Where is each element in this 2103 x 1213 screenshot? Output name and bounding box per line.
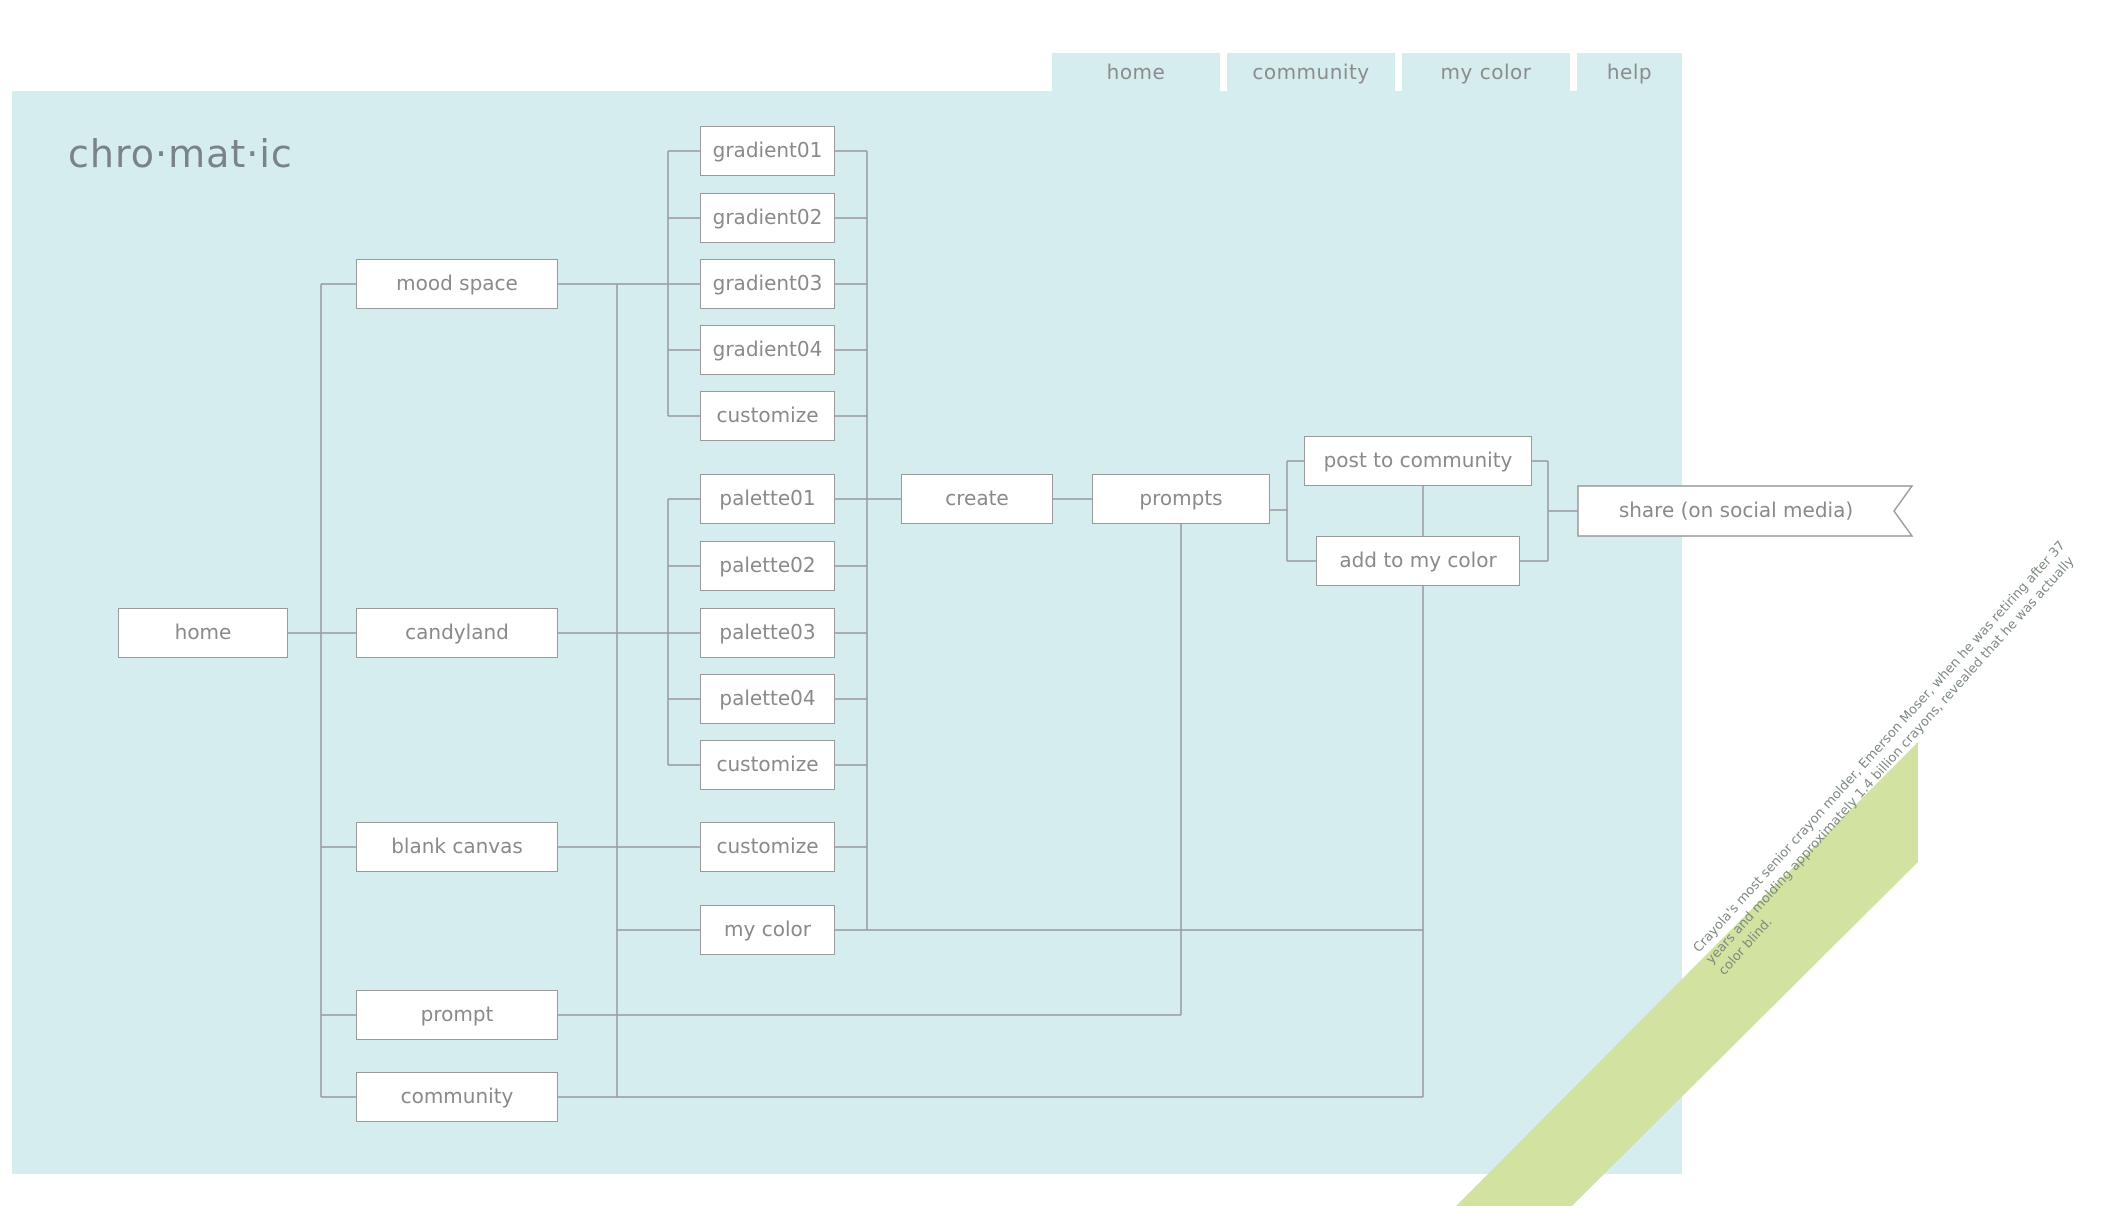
node-share: share (on social media) bbox=[1618, 498, 1854, 522]
node-candyland: candyland bbox=[356, 608, 558, 658]
nav-tab-home[interactable]: home bbox=[1052, 53, 1220, 91]
fact-banner bbox=[1456, 742, 1918, 1206]
node-gradient01: gradient01 bbox=[700, 126, 835, 176]
node-prompts: prompts bbox=[1092, 474, 1270, 524]
node-mood-space: mood space bbox=[356, 259, 558, 309]
site-logo: chro·mat·ic bbox=[68, 132, 293, 176]
node-add-to-my-color: add to my color bbox=[1316, 536, 1520, 586]
node-home: home bbox=[118, 608, 288, 658]
node-gradient03: gradient03 bbox=[700, 259, 835, 309]
nav-tab-help[interactable]: help bbox=[1577, 53, 1682, 91]
node-create: create bbox=[901, 474, 1053, 524]
node-blank-canvas: blank canvas bbox=[356, 822, 558, 872]
node-post-to-community: post to community bbox=[1304, 436, 1532, 486]
node-palette03: palette03 bbox=[700, 608, 835, 658]
node-palette02: palette02 bbox=[700, 541, 835, 591]
node-palette01: palette01 bbox=[700, 474, 835, 524]
node-gradient04: gradient04 bbox=[700, 325, 835, 375]
node-gradient02: gradient02 bbox=[700, 193, 835, 243]
node-prompt: prompt bbox=[356, 990, 558, 1040]
node-customize-palette: customize bbox=[700, 740, 835, 790]
node-my-color: my color bbox=[700, 905, 835, 955]
node-palette04: palette04 bbox=[700, 674, 835, 724]
nav-tab-community[interactable]: community bbox=[1227, 53, 1395, 91]
nav-tab-my-color[interactable]: my color bbox=[1402, 53, 1570, 91]
share-flag-shape bbox=[1577, 485, 1914, 537]
node-community: community bbox=[356, 1072, 558, 1122]
connector-lines bbox=[288, 150, 1918, 1206]
node-customize-gradient: customize bbox=[700, 391, 835, 441]
node-customize-blank: customize bbox=[700, 822, 835, 872]
